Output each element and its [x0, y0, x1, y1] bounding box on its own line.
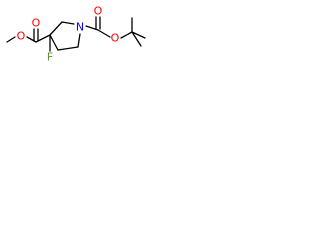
- bond-c3-c2: [49, 21, 63, 36]
- bond-carbonylc-c3: [35, 34, 51, 43]
- bond-layer: [6, 16, 146, 52]
- bond-c5-c4: [57, 46, 79, 51]
- molecule-structure: O O F N O O: [6, 5, 146, 64]
- atom-o-ester-carbonyl: O: [32, 17, 41, 30]
- bond-carbamatec-o: [97, 29, 111, 38]
- atom-ring-nitrogen: N: [76, 21, 84, 34]
- atom-label-layer: O O F N O O: [17, 5, 120, 64]
- atom-o-boc-carbonyl: O: [94, 5, 103, 18]
- bond-c2-n: [61, 21, 75, 25]
- atom-o-ester-methoxy: O: [17, 30, 26, 43]
- bond-c4-c3: [49, 34, 59, 51]
- atom-fluorine: F: [47, 51, 53, 64]
- bond-n-c5: [77, 33, 81, 48]
- bond-o-tbu-quaternary: [120, 31, 133, 39]
- bond-o-carbonylc: [26, 36, 37, 43]
- atom-o-boc-ether: O: [111, 32, 120, 45]
- bond-methyl-o: [6, 36, 16, 43]
- bond-tbu-methyl-2: [131, 31, 146, 39]
- bond-tbu-methyl-3: [131, 31, 142, 47]
